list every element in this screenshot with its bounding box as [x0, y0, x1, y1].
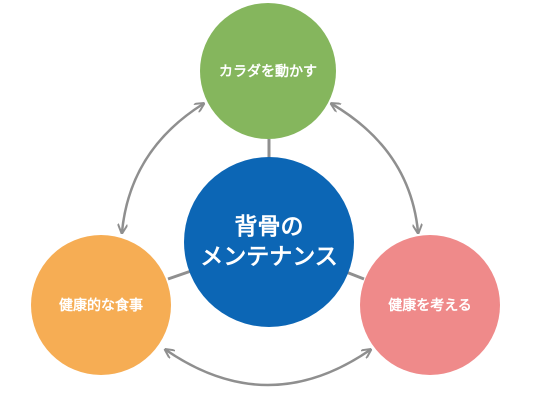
- arrow-left-right: [166, 350, 370, 387]
- center-label-line1: 背骨の: [234, 214, 304, 240]
- arrow-top-left: [122, 104, 203, 232]
- node-move-body-label: カラダを動かす: [219, 64, 317, 80]
- node-think-health-label: 健康を考える: [388, 298, 472, 314]
- node-spine-maintenance: 背骨の メンテナンス: [184, 157, 354, 327]
- arrow-top-right: [332, 104, 418, 232]
- node-move-body: カラダを動かす: [200, 3, 336, 139]
- node-healthy-diet-label: 健康的な食事: [59, 298, 143, 314]
- node-healthy-diet: 健康的な食事: [31, 235, 171, 375]
- center-label-line2: メンテナンス: [200, 244, 338, 270]
- node-think-health: 健康を考える: [360, 235, 500, 375]
